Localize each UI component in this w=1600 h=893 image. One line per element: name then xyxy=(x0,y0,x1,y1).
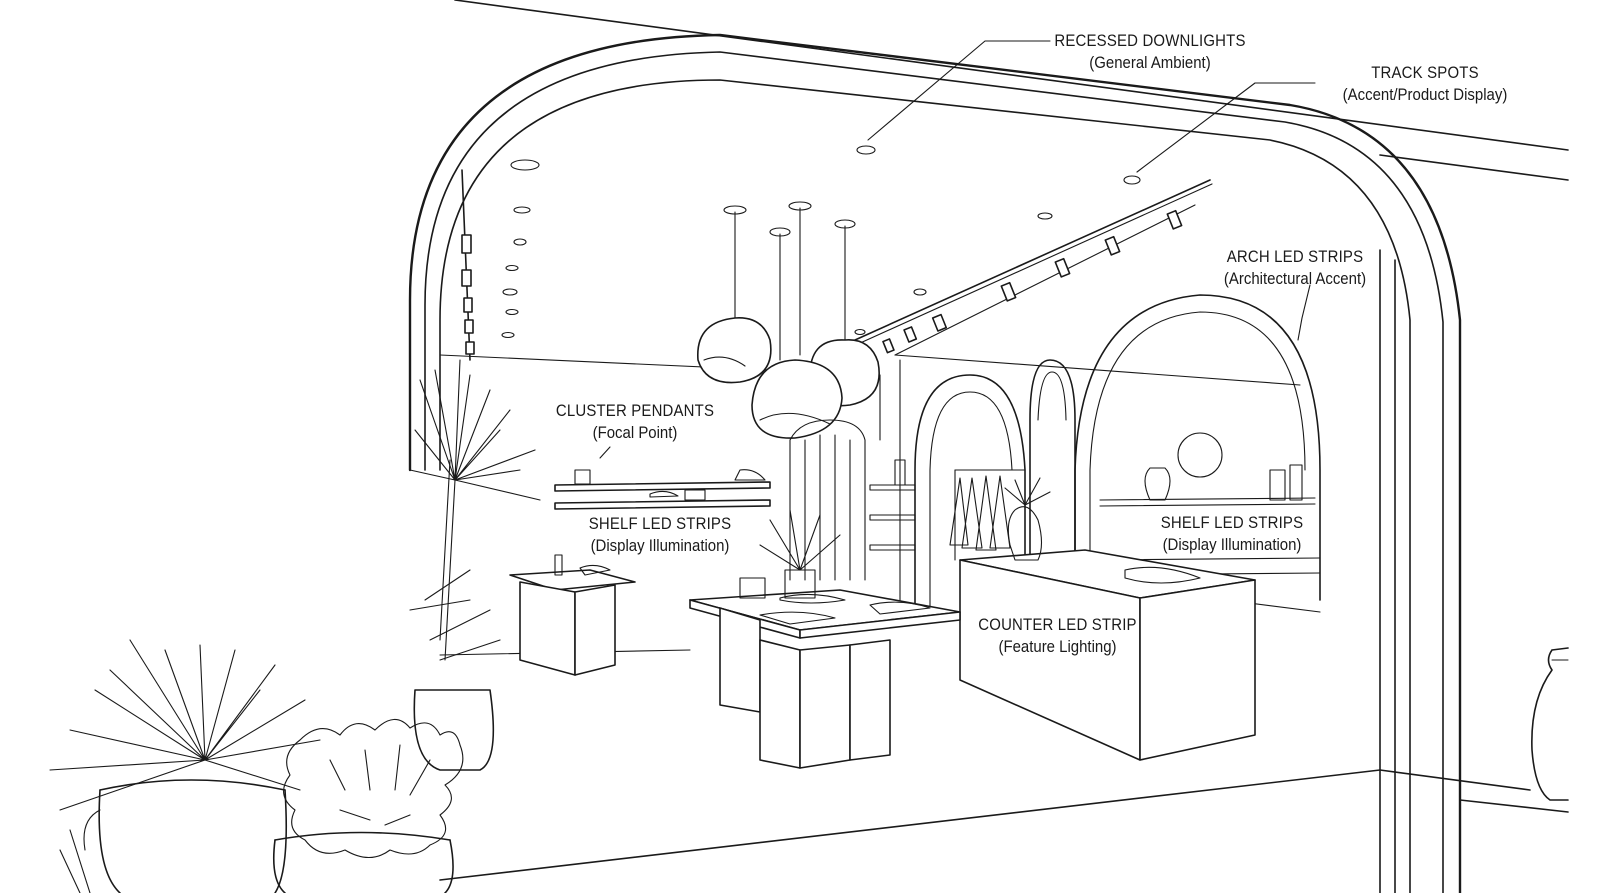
center-display-table xyxy=(689,509,961,769)
clothing-rack xyxy=(949,469,1026,561)
label-shelf-led-strips-right: SHELF LED STRIPS (Display Illumination) xyxy=(1140,512,1325,556)
cluster-pendants xyxy=(697,201,880,439)
left-palm-plant xyxy=(409,359,541,771)
label-arch-title: ARCH LED STRIPS xyxy=(1226,247,1364,266)
label-shelf-right-subtitle: (Display Illumination) xyxy=(1162,535,1302,554)
label-counter-title: COUNTER LED STRIP xyxy=(978,615,1137,634)
label-shelf-right-title: SHELF LED STRIPS xyxy=(1160,513,1304,532)
label-shelf-led-strips-left: SHELF LED STRIPS (Display Illumination) xyxy=(568,513,753,557)
left-display-table xyxy=(509,554,636,676)
label-shelf-left-title: SHELF LED STRIPS xyxy=(588,514,732,533)
left-shelving xyxy=(554,469,771,510)
right-wall-shelves xyxy=(869,459,916,551)
label-track-subtitle: (Accent/Product Display) xyxy=(1342,85,1508,104)
label-track-spots: TRACK SPOTS (Accent/Product Display) xyxy=(1324,62,1526,106)
label-counter-subtitle: (Feature Lighting) xyxy=(998,637,1117,656)
checkout-counter xyxy=(959,477,1256,761)
track-spots xyxy=(461,169,1213,361)
label-recessed-downlights: RECESSED DOWNLIGHTS (General Ambient) xyxy=(1040,30,1260,74)
back-arch-doorway xyxy=(789,419,866,581)
label-recessed-subtitle: (General Ambient) xyxy=(1089,53,1211,72)
label-counter-led-strip: COUNTER LED STRIP (Feature Lighting) xyxy=(963,614,1152,658)
label-track-title: TRACK SPOTS xyxy=(1371,63,1479,82)
label-arch-subtitle: (Architectural Accent) xyxy=(1223,269,1367,288)
label-arch-led-strips: ARCH LED STRIPS (Architectural Accent) xyxy=(1198,246,1392,290)
label-pendants-subtitle: (Focal Point) xyxy=(592,423,678,442)
foreground-plants xyxy=(49,639,464,893)
label-pendants-title: CLUSTER PENDANTS xyxy=(555,401,715,420)
recessed-downlights xyxy=(501,145,1141,339)
right-urn-planter xyxy=(1531,647,1569,801)
label-shelf-left-subtitle: (Display Illumination) xyxy=(590,536,730,555)
facade-outline xyxy=(408,0,1569,893)
label-cluster-pendants: CLUSTER PENDANTS (Focal Point) xyxy=(547,400,723,444)
label-recessed-title: RECESSED DOWNLIGHTS xyxy=(1054,31,1246,50)
callout-leader-lines xyxy=(599,40,1316,459)
